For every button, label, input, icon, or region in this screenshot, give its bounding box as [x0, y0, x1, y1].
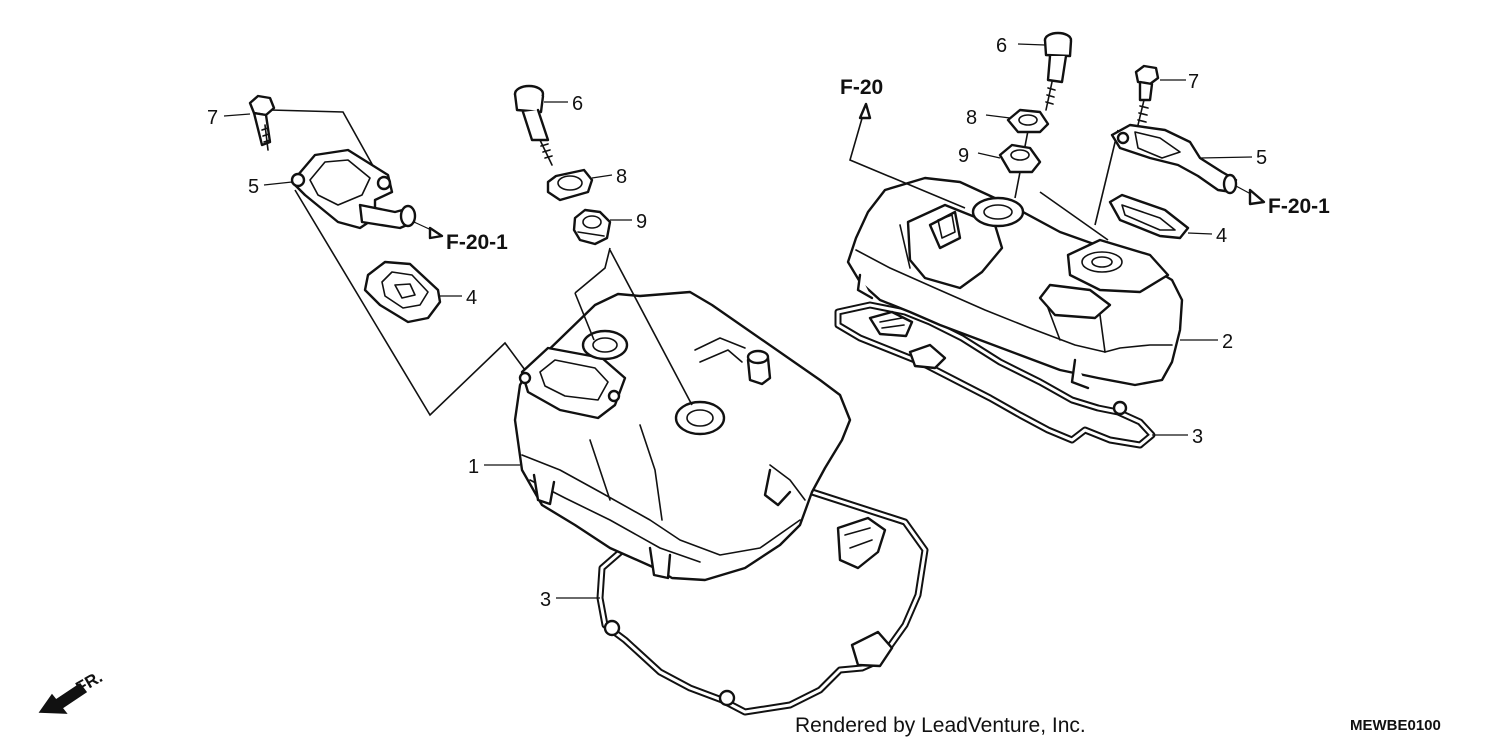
right-washer-part-8[interactable] — [1006, 108, 1050, 134]
callout-right-6[interactable]: 6 — [996, 35, 1007, 57]
left-exploded-lines — [269, 109, 693, 417]
front-arrow-icon — [38, 682, 88, 714]
callout-left-1[interactable]: 1 — [468, 456, 479, 478]
callout-left-6[interactable]: 6 — [572, 93, 583, 115]
right-holder-part-5[interactable] — [1110, 123, 1238, 195]
callout-right-3[interactable]: 3 — [1192, 426, 1203, 448]
callout-right-8[interactable]: 8 — [966, 107, 977, 129]
left-bolt-part-6[interactable] — [513, 84, 553, 166]
ref-left-f20-1[interactable]: F-20-1 — [446, 231, 508, 254]
callout-left-4[interactable]: 4 — [466, 287, 477, 309]
left-head-cover-part-1[interactable] — [513, 290, 852, 582]
callout-right-4[interactable]: 4 — [1216, 225, 1227, 247]
callout-left-8[interactable]: 8 — [616, 166, 627, 188]
right-bolt-part-6[interactable] — [1043, 31, 1073, 111]
right-head-cover-part-2[interactable] — [846, 176, 1184, 390]
right-gasket-part-3[interactable] — [834, 301, 1156, 449]
credit-text: Rendered by LeadVenture, Inc. — [795, 714, 1086, 737]
callout-right-7[interactable]: 7 — [1188, 71, 1199, 93]
left-seal-part-4[interactable] — [363, 260, 442, 324]
left-leaders — [223, 101, 632, 599]
callout-right-9[interactable]: 9 — [958, 145, 969, 167]
left-gasket-part-3[interactable] — [596, 488, 929, 716]
callout-right-5[interactable]: 5 — [1256, 147, 1267, 169]
diagram-code: MEWBE0100 — [1350, 717, 1441, 734]
left-grommet-part-9[interactable] — [572, 208, 612, 246]
right-seal-part-4[interactable] — [1108, 193, 1190, 240]
callout-left-3[interactable]: 3 — [540, 589, 551, 611]
callout-left-9[interactable]: 9 — [636, 211, 647, 233]
callout-left-7[interactable]: 7 — [207, 107, 218, 129]
ref-right-f20[interactable]: F-20 — [840, 76, 883, 99]
left-holder-part-5[interactable] — [290, 148, 417, 230]
callout-right-2[interactable]: 2 — [1222, 331, 1233, 353]
ref-right-f20-1[interactable]: F-20-1 — [1268, 195, 1330, 218]
left-bolt-part-7[interactable] — [248, 94, 276, 151]
callout-left-5[interactable]: 5 — [248, 176, 259, 198]
left-washer-part-8[interactable] — [546, 168, 594, 202]
right-bolt-part-7[interactable] — [1134, 64, 1160, 126]
right-grommet-part-9[interactable] — [998, 143, 1042, 174]
right-leaders — [977, 43, 1266, 436]
